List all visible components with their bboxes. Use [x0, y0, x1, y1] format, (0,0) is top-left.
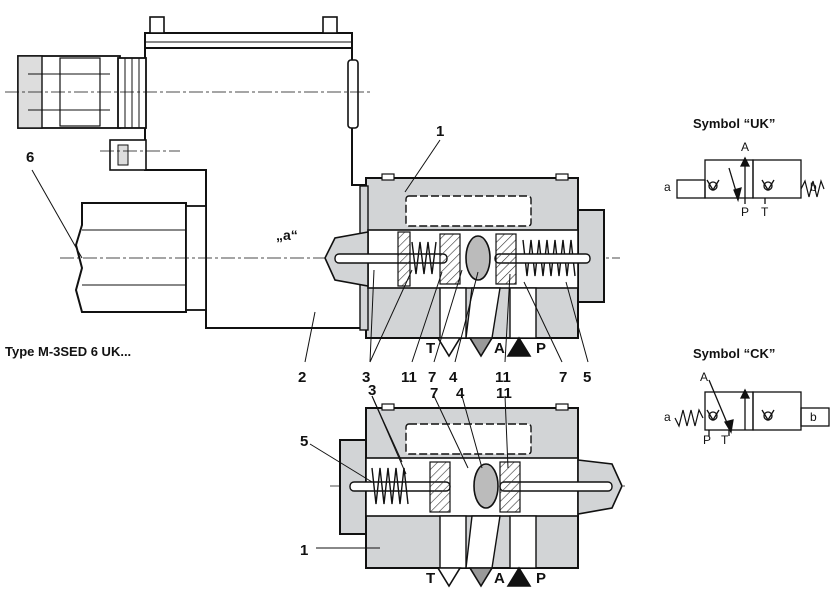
symbol-uk: [676, 156, 825, 204]
symbol-ck-label-a: a: [664, 410, 671, 424]
symbol-uk-label-a: a: [664, 180, 671, 194]
electrical-connector: [17, 55, 147, 171]
port-a-top: A: [494, 340, 505, 357]
callout-7-top-right: 7: [559, 369, 568, 386]
port-p-bottom: P: [536, 570, 547, 587]
callout-2: 2: [298, 369, 307, 386]
callout-3-top: 3: [362, 369, 371, 386]
symbol-uk-label-a-port: A: [741, 140, 750, 154]
symbol-ck-label-p: P: [703, 433, 712, 447]
callout-5-top: 5: [583, 369, 592, 386]
callout-11-top-left: 11: [401, 369, 417, 386]
callout-3-bottom: 3: [368, 382, 377, 399]
hand-wheel-actuator: [74, 202, 207, 313]
symbol-uk-title: Symbol “UK”: [693, 116, 776, 131]
callout-6: 6: [26, 149, 35, 166]
port-t-bottom: T: [426, 570, 436, 587]
symbol-ck-label-b: b: [810, 410, 817, 424]
symbol-ck-label-t: T: [721, 433, 729, 447]
symbol-ck: [674, 379, 830, 436]
callout-7-bottom: 7: [430, 385, 439, 402]
symbol-uk-label-b: b: [810, 180, 817, 194]
bottom-valve-body: [339, 403, 623, 569]
symbol-uk-label-t: T: [761, 205, 769, 219]
callout-1-bottom: 1: [300, 542, 309, 559]
leader-lines: [31, 139, 589, 549]
top-valve-body: [324, 173, 605, 339]
port-a-bottom: A: [494, 570, 505, 587]
symbol-ck-title: Symbol “CK”: [693, 346, 776, 361]
symbol-ck-label-a-port: A: [700, 370, 709, 384]
callout-5-bottom: 5: [300, 433, 309, 450]
port-triangles: [436, 336, 532, 588]
position-a-marker: „a“: [276, 227, 298, 243]
callout-11-bottom: 11: [496, 385, 512, 402]
callout-1-top: 1: [436, 123, 445, 140]
symbol-uk-label-p: P: [741, 205, 750, 219]
callout-7-top-left: 7: [428, 369, 437, 386]
callout-4-top: 4: [449, 369, 458, 386]
callout-4-bottom: 4: [456, 385, 465, 402]
type-label: Type M-3SED 6 UK...: [5, 344, 132, 359]
port-t-top: T: [426, 340, 436, 357]
solenoid-housing: [144, 16, 368, 329]
port-p-top: P: [536, 340, 547, 357]
callout-11-top-right: 11: [495, 369, 511, 386]
